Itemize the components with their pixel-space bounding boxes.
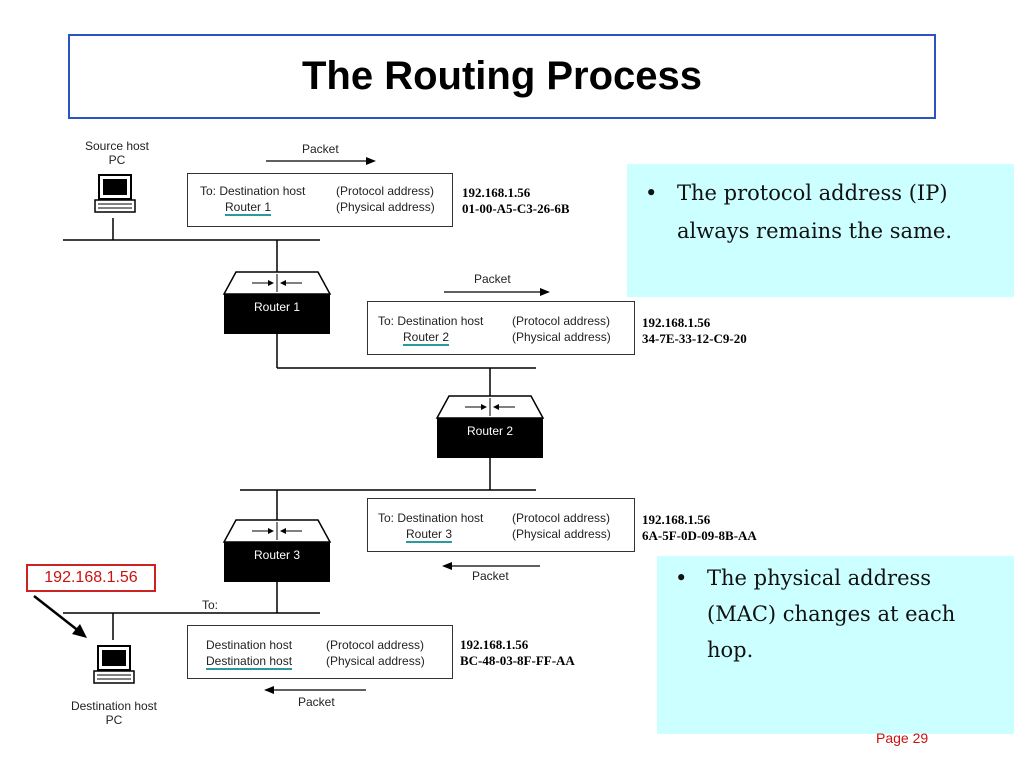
note-ip-constant: The protocol address (IP) always remains… xyxy=(627,164,1014,297)
title-box: The Routing Process xyxy=(68,34,936,119)
packet-box-2: To: Destination host (Protocol address) … xyxy=(367,301,635,355)
router-2-label: Router 2 xyxy=(466,424,514,438)
ip-callout: 192.168.1.56 xyxy=(26,564,156,592)
packet-label-4: Packet xyxy=(298,695,335,709)
packet-label-3: Packet xyxy=(472,569,509,583)
router-3-label: Router 3 xyxy=(253,548,301,562)
to-label: To: xyxy=(202,598,219,612)
packet-label-2: Packet xyxy=(474,272,511,286)
destination-pc-icon xyxy=(93,645,135,684)
source-pc-icon xyxy=(94,174,136,213)
note-ip-text: The protocol address (IP) always remains… xyxy=(627,174,1004,250)
packet-box-3: To: Destination host (Protocol address) … xyxy=(367,498,635,552)
note-mac-text: The physical address (MAC) changes at ea… xyxy=(657,560,994,668)
note-mac-changes: The physical address (MAC) changes at ea… xyxy=(657,556,1014,734)
router-3-icon xyxy=(222,519,332,582)
router-2-icon xyxy=(435,395,545,458)
packet-box-4: Destination host (Protocol address) Dest… xyxy=(187,625,453,679)
page-number: Page 29 xyxy=(876,730,929,746)
packet-box-1: To: Destination host (Protocol address) … xyxy=(187,173,453,227)
packet-label-1: Packet xyxy=(302,142,339,156)
router-1-icon xyxy=(222,271,332,334)
page-title: The Routing Process xyxy=(301,54,703,98)
router-1-label: Router 1 xyxy=(253,300,301,314)
